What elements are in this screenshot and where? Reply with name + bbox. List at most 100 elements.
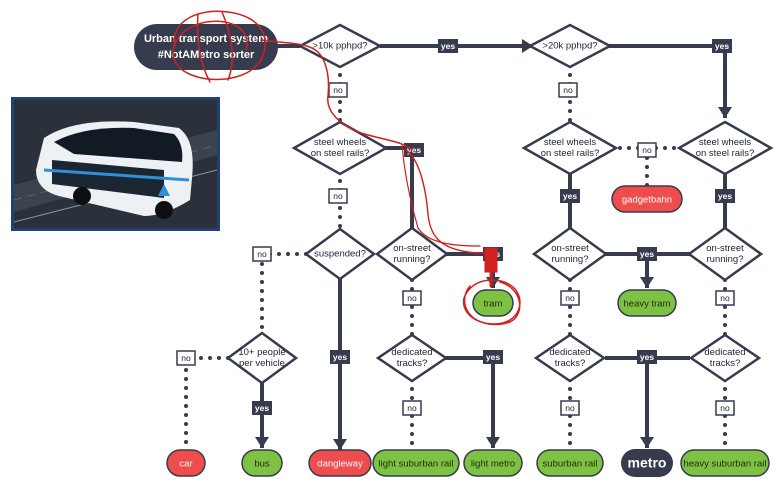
no-tag-label: no	[565, 403, 575, 413]
outcome-heavy-suburban-rail-shape	[680, 449, 770, 477]
yes-tag-box	[330, 350, 350, 364]
decision-steel-mid-shape	[521, 120, 619, 176]
decision-people-shape	[225, 331, 299, 385]
outcome-heavy-suburban-rail-label: heavy suburban rail	[684, 459, 767, 470]
annotation-stroke	[196, 11, 233, 83]
decision-onstreet-mid-label: running?	[552, 254, 589, 265]
no-tag: no	[402, 290, 422, 306]
decision-dedicated-right-shape	[688, 333, 762, 383]
no-tag-box	[402, 400, 422, 416]
decision-dedicated-left-label: dedicated	[391, 347, 432, 358]
nodes: Urban transport system#NotAMetro sorter >…	[134, 23, 774, 477]
decision-steel-right-label: steel wheels	[699, 137, 752, 148]
yes-tag: yes	[483, 350, 503, 364]
outcome-dangleway-label: dangleway	[317, 459, 363, 470]
no-tag: no	[252, 246, 272, 262]
outcome-light-suburban-rail-label: light suburban rail	[379, 459, 454, 470]
yes-tag: yes	[715, 189, 735, 203]
title-pill: Urban transport system#NotAMetro sorter	[134, 24, 278, 70]
outcome-bus-label: bus	[254, 459, 270, 470]
decision-people-label: 10+ people	[238, 347, 285, 358]
handdrawn-annotation	[172, 10, 521, 326]
no-tag: no	[328, 188, 348, 204]
decision-20k-shape	[527, 23, 613, 69]
yes-tag: yes	[330, 350, 350, 364]
decision-onstreet-right-label: running?	[707, 254, 744, 265]
annotation-stroke	[463, 279, 521, 326]
outcome-tram: tram	[472, 289, 514, 317]
outcome-metro: metro	[621, 449, 673, 477]
no-tag: no	[558, 82, 578, 98]
outcome-metro-label: metro	[628, 455, 667, 471]
outcome-gadgetbahn-label: gadgetbahn	[622, 195, 672, 206]
decision-onstreet-mid-label: on-street	[551, 243, 589, 254]
outcome-car: car	[166, 449, 206, 477]
outcome-light-suburban-rail-shape	[372, 449, 460, 477]
decision-20k: >20k pphpd?	[527, 23, 613, 69]
no-tag-box	[560, 290, 580, 306]
decision-dedicated-mid-label: dedicated	[549, 347, 590, 358]
no-tag-box	[252, 246, 272, 262]
yes-connector	[445, 356, 495, 448]
yes-tag-label: yes	[255, 403, 269, 413]
decision-onstreet-left-label: on-street	[393, 243, 431, 254]
yes-tag: yes	[637, 350, 657, 364]
outcome-bus-shape	[241, 449, 283, 477]
yes-tag-box	[483, 350, 503, 364]
decision-steel-mid-label: on steel rails?	[541, 148, 600, 159]
yes-tag: yes	[252, 401, 272, 415]
no-connector	[260, 252, 308, 336]
no-tag: no	[715, 290, 735, 306]
decision-onstreet-mid-shape	[531, 226, 609, 282]
outcome-bus: bus	[241, 449, 283, 477]
yes-tag-box	[438, 39, 458, 53]
yes-tag-label: yes	[407, 145, 421, 155]
yes-tag-label: yes	[486, 352, 500, 362]
no-tag: no	[637, 142, 657, 158]
no-tag-label: no	[720, 293, 730, 303]
annotation-highlight	[484, 247, 498, 273]
yes-tag-box	[637, 350, 657, 364]
outcome-car-label: car	[179, 459, 192, 470]
outcome-light-metro-shape	[463, 449, 523, 477]
decision-suspended-shape	[303, 227, 377, 281]
yes-tag: yes	[712, 39, 732, 53]
title-line-1: Urban transport system	[144, 33, 268, 45]
no-tag-box	[558, 82, 578, 98]
no-tag-box	[715, 400, 735, 416]
outcome-heavy-suburban-rail: heavy suburban rail	[680, 449, 770, 477]
yes-tag-box	[637, 247, 657, 261]
decision-onstreet-right-label: on-street	[706, 243, 744, 254]
decision-dedicated-left-shape	[375, 333, 449, 383]
no-tag-label: no	[563, 85, 573, 95]
outcome-suburban-rail-shape	[536, 449, 604, 477]
arrowhead	[486, 437, 500, 448]
yes-tag-box	[252, 401, 272, 415]
decision-people-label: per vehicle	[239, 358, 285, 369]
title-pill-shape	[134, 24, 278, 70]
decision-steel-mid-label: steel wheels	[544, 137, 597, 148]
yes-tag-box	[560, 189, 580, 203]
yes-tag-label: yes	[718, 191, 732, 201]
no-tag-box	[637, 142, 657, 158]
outcome-tram-label: tram	[484, 299, 503, 310]
no-tag-label: no	[642, 145, 652, 155]
yes-tag-label: yes	[640, 352, 654, 362]
no-tag-label: no	[333, 85, 343, 95]
decision-steel-left-label: on steel rails?	[311, 148, 370, 159]
decision-steel-left-shape	[291, 120, 389, 176]
no-tag-box	[176, 350, 196, 366]
outcome-suburban-rail: suburban rail	[536, 449, 604, 477]
outcome-light-metro: light metro	[463, 449, 523, 477]
decision-onstreet-left-shape	[374, 226, 450, 282]
yes-tag-label: yes	[715, 41, 729, 51]
decision-steel-right-shape	[676, 120, 774, 176]
yes-tag: yes	[560, 189, 580, 203]
decision-suspended-label: suspended?	[314, 249, 366, 260]
no-tag: no	[176, 350, 196, 366]
